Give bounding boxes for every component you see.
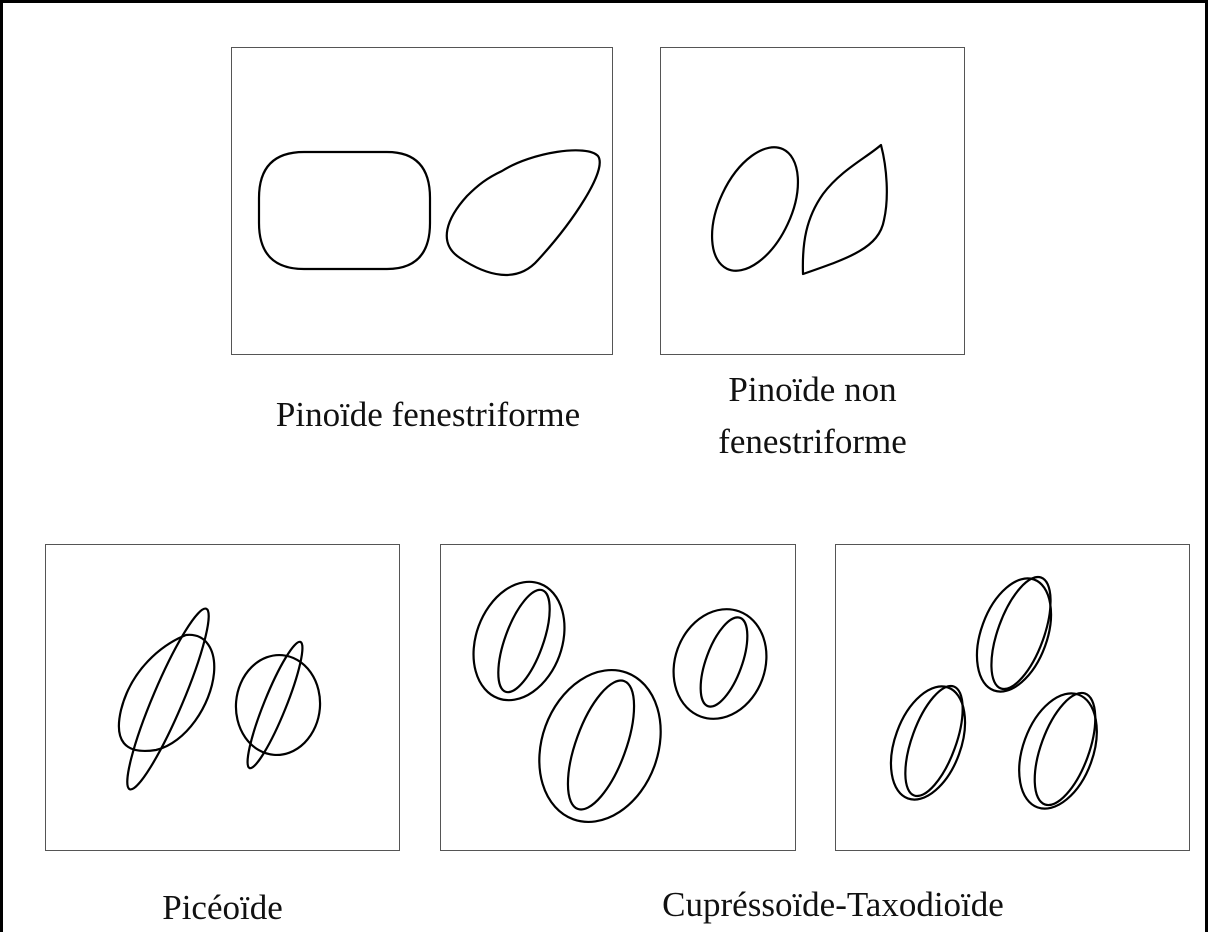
small-sac-ellipse [239,638,310,772]
bottom-grain-outer [519,653,681,839]
leaf-grain [803,145,887,274]
right-grain-inner [691,612,757,713]
top-grain-inner [979,570,1063,697]
bottom-grain-inner [554,673,647,818]
pinoide-fenestriforme-drawing [232,48,614,356]
teardrop-grain [447,150,600,275]
label-pinoide-non-line2: fenestriforme [660,421,965,463]
panel-piceoide [45,544,400,851]
right-grain-outer [659,596,782,732]
pinoide-non-fenestriforme-drawing [661,48,966,356]
panel-cupressoide [440,544,796,851]
cupressoide-drawing [441,545,797,852]
label-pinoide-non-line1: Pinoïde non [660,369,965,411]
right-grain-outer [1005,683,1112,820]
top-left-grain-inner [488,584,561,698]
small-body-ellipse [232,652,324,759]
piceoide-drawing [46,545,401,852]
rounded-rectangle-grain [259,152,430,269]
label-cupressoide-taxodioide: Cupréssoïde-Taxodioïde [543,884,1123,926]
left-grain-outer [877,676,979,809]
oval-grain [694,134,815,284]
panel-pinoide-fenestriforme [231,47,613,355]
label-piceoide: Picéoïde [45,887,400,929]
panel-taxodioide [835,544,1190,851]
panel-pinoide-non-fenestriforme [660,47,965,355]
top-left-grain-outer [458,569,581,713]
large-body-ellipse [119,635,214,751]
large-sac-ellipse [116,603,220,795]
label-pinoide-fenestriforme: Pinoïde fenestriforme [243,394,613,436]
taxodioide-drawing [836,545,1191,852]
